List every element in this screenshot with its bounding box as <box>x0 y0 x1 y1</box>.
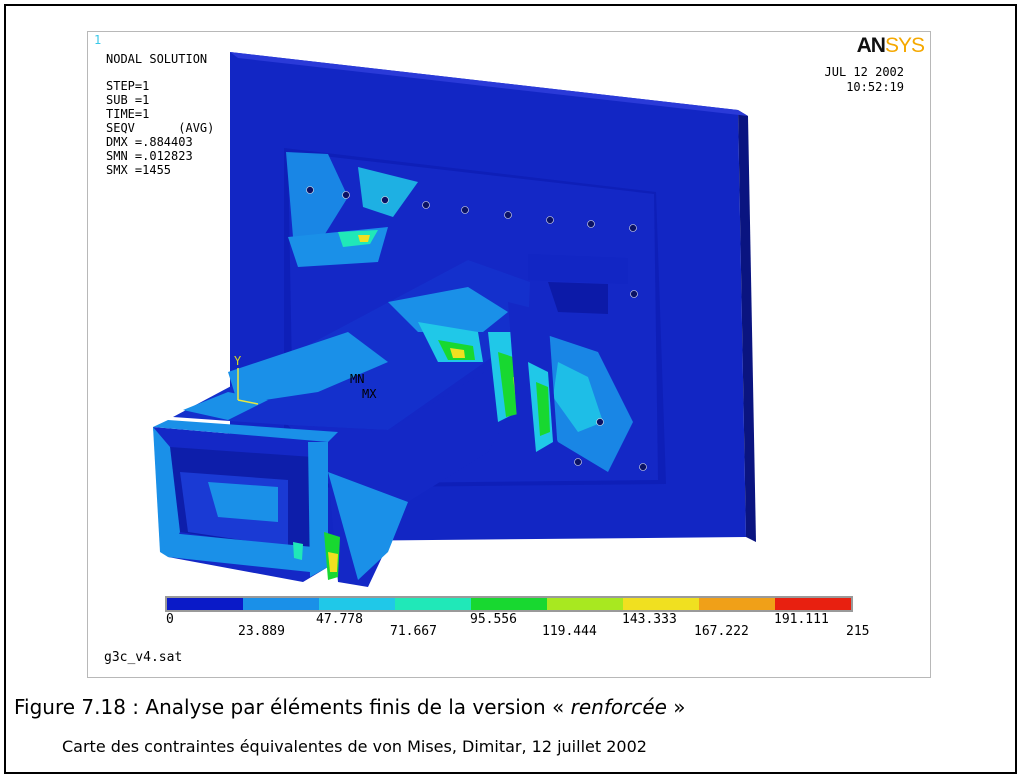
legend-label: 119.444 <box>542 624 597 639</box>
legend-swatch <box>319 598 395 610</box>
header-line: SMN =.012823 <box>106 149 193 163</box>
legend-swatch <box>547 598 623 610</box>
contour-legend-bar <box>165 596 853 612</box>
legend-label: 215 <box>846 624 870 639</box>
window-number: 1 <box>94 33 102 47</box>
fea-model-render <box>153 52 756 587</box>
ansys-logo: ANSYS <box>856 34 925 57</box>
legend-swatch <box>395 598 471 610</box>
figure-frame <box>4 4 1017 774</box>
legend-label: 0 <box>166 612 174 627</box>
legend-label: 143.333 <box>622 612 677 627</box>
header-line: NODAL SOLUTION <box>106 52 208 66</box>
header-line: DMX =.884403 <box>106 135 193 149</box>
legend-swatch <box>699 598 775 610</box>
figure-subtitle: Carte des contraintes équivalentes de vo… <box>62 737 647 756</box>
legend-swatch <box>623 598 699 610</box>
legend-swatch <box>167 598 243 610</box>
fea-plot-window: 1 NODAL SOLUTION STEP=1 SUB =1 TIME=1 SE… <box>87 31 931 678</box>
legend-swatch <box>775 598 851 610</box>
legend-label: 191.111 <box>774 612 829 627</box>
legend-label: 23.889 <box>238 624 285 639</box>
axis-y-label: Y <box>234 354 242 368</box>
legend-swatch <box>471 598 547 610</box>
min-marker-label: MN <box>350 372 365 386</box>
header-line: SEQV (AVG) <box>106 121 215 135</box>
plot-date: JUL 12 2002 <box>824 65 904 79</box>
legend-label: 167.222 <box>694 624 749 639</box>
max-marker-label: MX <box>362 387 377 401</box>
header-line: TIME=1 <box>106 107 150 121</box>
figure-caption: Figure 7.18 : Analyse par éléments finis… <box>14 695 686 719</box>
legend-swatch <box>243 598 319 610</box>
file-name: g3c_v4.sat <box>104 650 183 665</box>
header-line: STEP=1 <box>106 79 150 93</box>
header-line: SUB =1 <box>106 93 150 107</box>
plot-time: 10:52:19 <box>846 80 904 94</box>
legend-label: 95.556 <box>470 612 517 627</box>
legend-label: 47.778 <box>316 612 363 627</box>
header-line: SMX =1455 <box>106 163 172 177</box>
legend-label: 71.667 <box>390 624 437 639</box>
